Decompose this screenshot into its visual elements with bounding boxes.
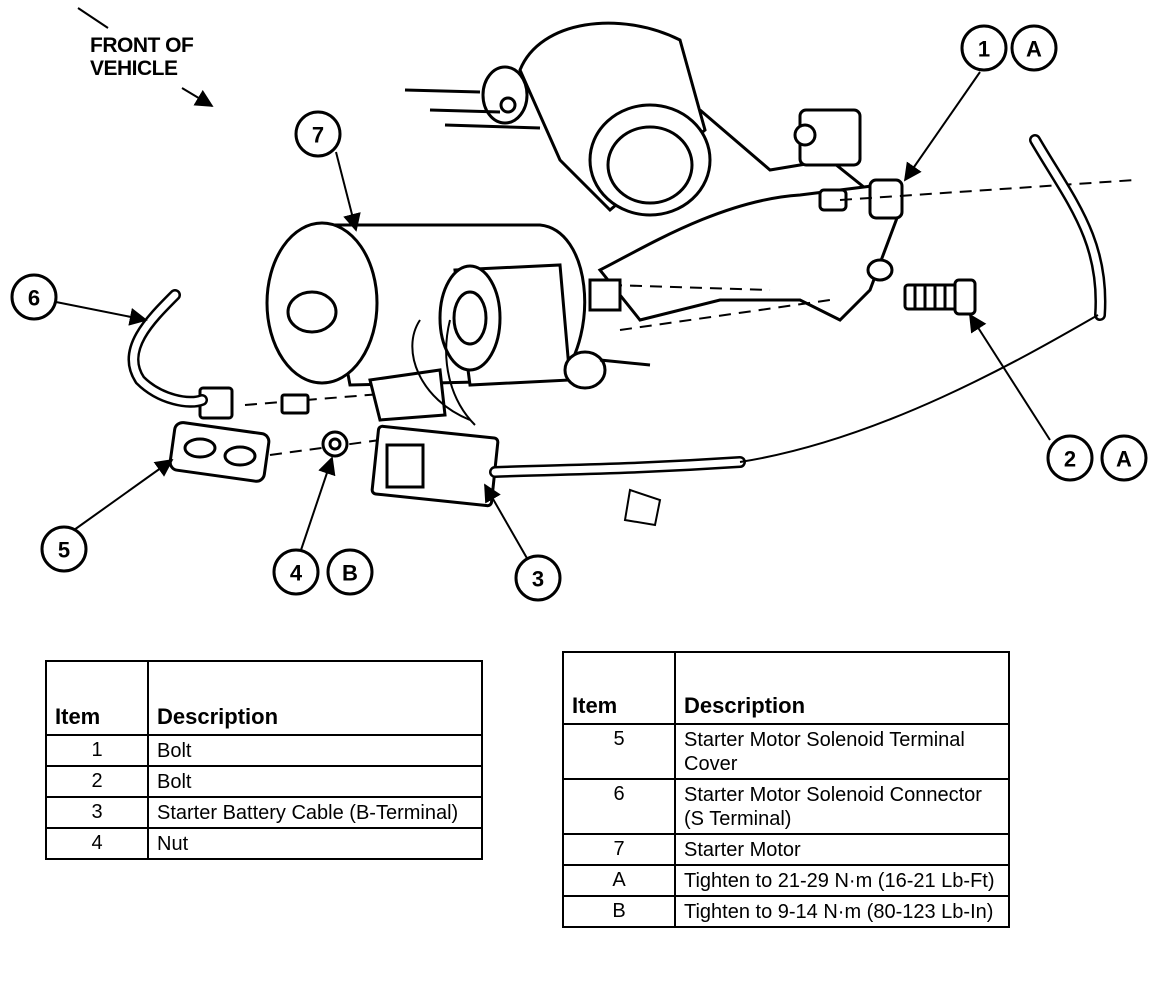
callout-7-label: 7 [312, 123, 324, 148]
row-description: Tighten to 9-14 N·m (80-123 Lb-In) [674, 895, 1010, 928]
cable-outline [130, 136, 1104, 476]
engine-cylinder-part [404, 21, 881, 217]
row-description: Starter Motor Solenoid Terminal Cover [674, 723, 1010, 780]
header-item: Item [45, 660, 149, 736]
header-description: Description [147, 660, 483, 736]
row-description: Starter Motor Solenoid Connector (S Term… [674, 778, 1010, 835]
callout-6-label: 6 [28, 286, 40, 311]
row-item: 7 [562, 833, 676, 866]
starter-motor-diagram: 7 6 1 A 2 A 5 4 B 3 [10, 7, 1148, 602]
callout-5-label: 5 [58, 538, 70, 563]
row-item: 2 [45, 765, 149, 798]
row-description: Nut [147, 827, 483, 860]
front-label-line1: FRONT OF [90, 34, 194, 57]
row-item: 5 [562, 723, 676, 780]
legend-table-right: Item Description 5 Starter Motor Solenoi… [562, 651, 1010, 928]
row-description: Tighten to 21-29 N·m (16-21 Lb-Ft) [674, 864, 1010, 897]
row-item: 1 [45, 734, 149, 767]
row-item: 4 [45, 827, 149, 860]
table-row: 3 Starter Battery Cable (B-Terminal) [45, 796, 483, 829]
table-header-row: Item Description [45, 660, 483, 736]
front-label-line2: VEHICLE [90, 57, 178, 80]
callout-1-label: 1 [978, 37, 990, 62]
row-item: 3 [45, 796, 149, 829]
callout-4-label: 4 [290, 561, 303, 586]
callout-2a [1100, 434, 1148, 482]
callout-5 [40, 525, 88, 573]
row-item: B [562, 895, 676, 928]
starter-motor-graphic [265, 221, 651, 390]
table-row: 1 Bolt [45, 734, 483, 767]
header-description: Description [674, 651, 1010, 725]
callout-6 [10, 273, 58, 321]
callout-4b-label: B [342, 561, 358, 586]
leader-lines [55, 71, 1051, 561]
callout-2-label: 2 [1064, 447, 1076, 472]
callout-2a-label: A [1116, 447, 1132, 472]
row-description: Starter Battery Cable (B-Terminal) [147, 796, 483, 829]
callout-3-label: 3 [532, 567, 544, 592]
row-item: A [562, 864, 676, 897]
table-row: B Tighten to 9-14 N·m (80-123 Lb-In) [562, 895, 1010, 928]
row-description: Bolt [147, 765, 483, 798]
table-row: A Tighten to 21-29 N·m (16-21 Lb-Ft) [562, 864, 1010, 897]
callout-1a [1010, 24, 1058, 72]
callout-2 [1046, 434, 1094, 482]
alignment-lines [244, 179, 1136, 456]
header-item: Item [562, 651, 676, 725]
callout-1 [960, 24, 1008, 72]
table-row: 5 Starter Motor Solenoid Terminal Cover [562, 723, 1010, 780]
legend-table-left: Item Description 1 Bolt 2 Bolt 3 Starter… [45, 660, 483, 860]
table-row: 6 Starter Motor Solenoid Connector (S Te… [562, 778, 1010, 835]
callout-3 [514, 554, 562, 602]
callout-4b [326, 548, 374, 596]
table-row: 2 Bolt [45, 765, 483, 798]
row-description: Bolt [147, 734, 483, 767]
front-of-vehicle-label: FRONT OF VEHICLE [90, 34, 194, 80]
table-header-row: Item Description [562, 651, 1010, 725]
callout-4 [272, 548, 320, 596]
row-item: 6 [562, 778, 676, 835]
table-row: 4 Nut [45, 827, 483, 860]
terminal-parts [168, 368, 500, 508]
front-direction-arrow [77, 7, 214, 107]
table-row: 7 Starter Motor [562, 833, 1010, 866]
callout-7 [294, 110, 342, 158]
callout-1a-label: A [1026, 37, 1042, 62]
row-description: Starter Motor [674, 833, 1010, 866]
bolt-2-graphic [903, 278, 977, 316]
cable-thin [411, 314, 1099, 527]
